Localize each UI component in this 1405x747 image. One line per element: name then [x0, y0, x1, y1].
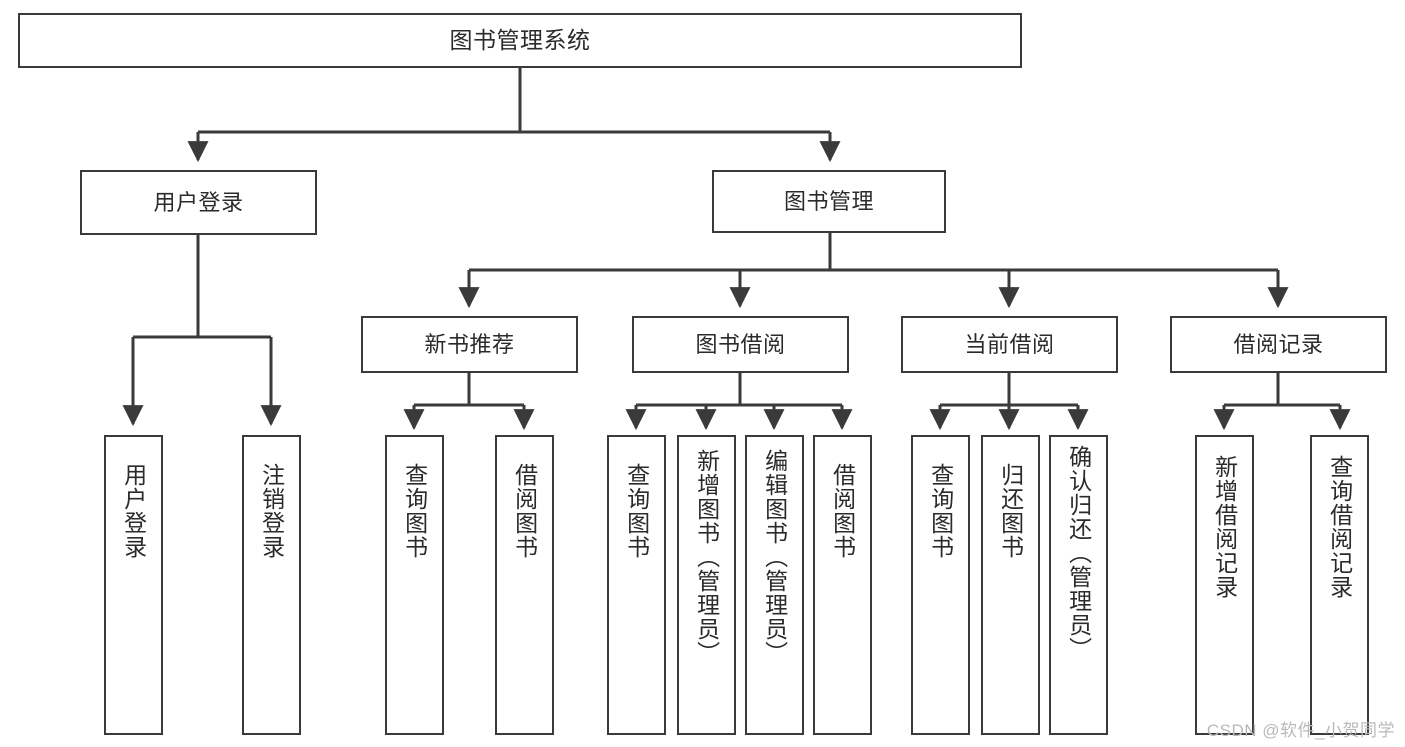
node-new-book-recommend-label: 新书推荐 [424, 331, 515, 357]
node-root[interactable]: 图书管理系统 [18, 13, 1022, 68]
node-book-borrow-label: 图书借阅 [695, 331, 786, 357]
leaf-label: 借阅图书 [829, 463, 856, 559]
leaf-label: 编辑图书（管理员） [761, 449, 788, 665]
leaf-label: 查询图书 [927, 463, 954, 559]
node-root-label: 图书管理系统 [449, 27, 591, 54]
leaf-label: 查询图书 [401, 463, 428, 559]
leaf-label: 新增借阅记录 [1211, 455, 1238, 599]
leaf-current-borrow-confirm-return[interactable]: 确认归还（管理员） [1049, 435, 1108, 735]
leaf-user-login-logout[interactable]: 注销登录 [242, 435, 301, 735]
leaf-book-borrow-edit[interactable]: 编辑图书（管理员） [745, 435, 804, 735]
leaf-label: 用户登录 [120, 463, 147, 559]
leaf-label: 注销登录 [258, 463, 285, 559]
leaf-label: 新增图书（管理员） [693, 449, 720, 665]
leaf-current-borrow-query[interactable]: 查询图书 [911, 435, 970, 735]
leaf-label: 确认归还（管理员） [1065, 445, 1092, 661]
node-new-book-recommend[interactable]: 新书推荐 [361, 316, 578, 373]
leaf-current-borrow-return[interactable]: 归还图书 [981, 435, 1040, 735]
leaf-label: 查询借阅记录 [1326, 455, 1353, 599]
node-user-login-label: 用户登录 [153, 189, 244, 215]
leaf-new-book-borrow[interactable]: 借阅图书 [495, 435, 554, 735]
leaf-borrow-record-add[interactable]: 新增借阅记录 [1195, 435, 1254, 735]
leaf-book-borrow-borrow[interactable]: 借阅图书 [813, 435, 872, 735]
node-book-management[interactable]: 图书管理 [712, 170, 946, 233]
leaf-book-borrow-query[interactable]: 查询图书 [607, 435, 666, 735]
node-book-management-label: 图书管理 [783, 188, 874, 214]
leaf-label: 归还图书 [997, 463, 1024, 559]
node-current-borrow-label: 当前借阅 [964, 331, 1055, 357]
node-current-borrow[interactable]: 当前借阅 [901, 316, 1118, 373]
leaf-label: 借阅图书 [511, 463, 538, 559]
leaf-book-borrow-add[interactable]: 新增图书（管理员） [677, 435, 736, 735]
leaf-label: 查询图书 [623, 463, 650, 559]
node-borrow-record-label: 借阅记录 [1233, 331, 1324, 357]
csdn-watermark: CSDN @软件_小贺同学 [1206, 721, 1395, 740]
leaf-borrow-record-query[interactable]: 查询借阅记录 [1310, 435, 1369, 735]
node-borrow-record[interactable]: 借阅记录 [1170, 316, 1387, 373]
leaf-new-book-query[interactable]: 查询图书 [385, 435, 444, 735]
node-user-login[interactable]: 用户登录 [80, 170, 317, 235]
leaf-user-login-login[interactable]: 用户登录 [104, 435, 163, 735]
node-book-borrow[interactable]: 图书借阅 [632, 316, 849, 373]
